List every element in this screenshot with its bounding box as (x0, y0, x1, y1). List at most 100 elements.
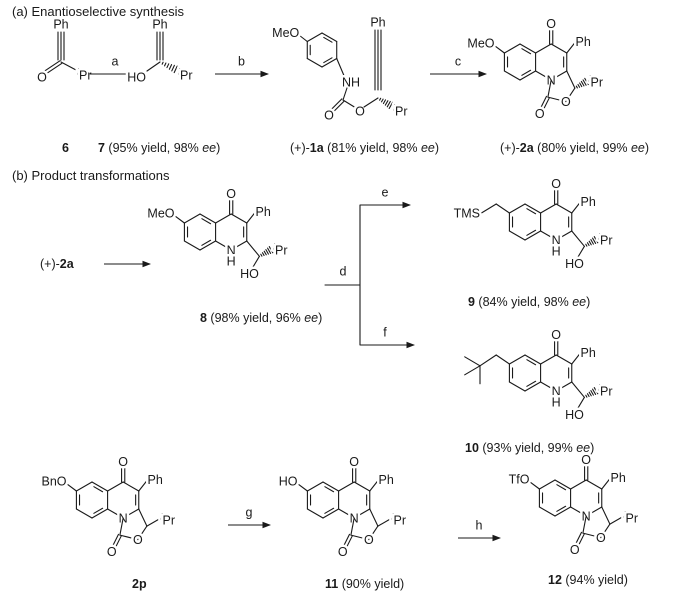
benzene-bond (183, 213, 201, 224)
bond (582, 532, 602, 539)
hashed-wedge-bond (584, 77, 589, 86)
benzene-bond (75, 481, 93, 492)
caption-end: ) (318, 311, 322, 325)
hydroxyl-label: HO (240, 267, 259, 281)
carbonyl-oxygen: O (37, 71, 47, 85)
inner-double-bond (323, 57, 333, 64)
benzene-bond (524, 381, 542, 392)
caption-id: 9 (468, 295, 475, 309)
bond (119, 517, 124, 536)
benzene-bond (508, 381, 526, 392)
hashed-wedge-bond (166, 63, 170, 69)
ring-oxygen: O (133, 533, 143, 547)
bond (230, 240, 248, 251)
carbonyl-oxygen: O (107, 545, 117, 559)
benzene-bond (91, 481, 109, 492)
hashed-wedge-bond (592, 237, 597, 244)
inner-double-bond (93, 507, 104, 514)
hashed-wedge-bond (588, 391, 592, 397)
carbonyl-bond (539, 95, 548, 110)
bond (122, 481, 140, 492)
section-b-title: (b) Product transformations (12, 168, 170, 183)
inner-double-bond (201, 218, 212, 225)
caption-text: (93% yield, 99% (479, 441, 576, 455)
hashed-wedge-bond (586, 393, 590, 398)
nitrogen-label: N (552, 385, 561, 399)
bond (369, 480, 379, 492)
isopropyl-label: iPr (589, 73, 604, 89)
bond (582, 515, 587, 534)
hashed-wedge-bond (577, 83, 581, 88)
bond (570, 506, 587, 517)
compound-9-caption: 9 (84% yield, 98% ee) (468, 295, 590, 309)
bond (565, 87, 576, 103)
benzene-bond (519, 70, 537, 81)
hashed-wedge-bond (161, 61, 164, 65)
bond (601, 506, 611, 525)
bond (479, 203, 497, 215)
bond (230, 213, 248, 224)
isopropyl-label: iPr (624, 509, 639, 525)
propyl-text: Pr (600, 234, 613, 248)
compound-2a-caption: (+)-2a (80% yield, 99% ee) (500, 141, 649, 155)
methyl-bond (464, 365, 481, 376)
benzene-bond (183, 240, 201, 251)
caption-id: 2p (132, 577, 147, 591)
hashed-wedge-bond (590, 239, 594, 245)
reagent-label-f: f (383, 326, 387, 340)
hydroxyl-label: HO (565, 257, 584, 271)
inner-double-bond (324, 486, 335, 493)
bond (555, 354, 573, 365)
isopropyl-label: iPr (393, 103, 408, 119)
bond (107, 508, 124, 519)
bond (215, 213, 232, 224)
reagent-label-c: c (455, 55, 461, 69)
bond (350, 517, 355, 536)
compound-6-label: 6 (62, 141, 69, 155)
iso-prefix: i (598, 232, 601, 242)
bond (138, 508, 148, 527)
bond (609, 516, 624, 525)
carbonyl-bond (111, 533, 120, 548)
bond (550, 43, 568, 54)
hashed-wedge-bond (580, 80, 585, 87)
branch-d: def (324, 183, 416, 349)
carbonyl-bond (542, 97, 550, 111)
hashed-wedge-bond (171, 64, 175, 72)
carbonyl-oxygen: O (551, 328, 561, 342)
arrow-g: g (228, 503, 272, 529)
bond (146, 518, 161, 527)
ring-oxygen: O (364, 533, 374, 547)
bond (555, 230, 573, 241)
carbonyl-bond (46, 62, 63, 74)
iso-prefix: i (392, 511, 395, 521)
compound-12-caption: 12 (94% yield) (548, 573, 628, 587)
ring-oxygen: O (561, 95, 571, 109)
bond (338, 481, 355, 492)
caption-id: 10 (465, 441, 479, 455)
hashed-wedge-bond (593, 387, 599, 395)
bond (571, 353, 581, 365)
carbonyl-bond (331, 98, 343, 110)
caption-text: (80% yield, 99% (534, 141, 631, 155)
hydroxyl-label: HO (565, 408, 584, 422)
bond (368, 525, 379, 541)
inner-double-bond (93, 486, 104, 493)
caption-id: 12 (548, 573, 562, 587)
isopropyl-label: iPr (178, 67, 193, 83)
compound-10-caption: 10 (93% yield, 99% ee) (465, 441, 594, 455)
hashed-wedge-bond (267, 247, 272, 254)
bond (493, 44, 505, 54)
phenyl-label: Ph (148, 473, 163, 487)
bond (350, 534, 370, 541)
propyl-text: Pr (600, 385, 613, 399)
benzene-bond (306, 32, 323, 43)
carbonyl-oxygen: O (551, 177, 561, 191)
benzene-bond (538, 479, 556, 490)
caption-text: (90% yield) (338, 577, 404, 591)
iso-prefix: i (178, 67, 181, 77)
